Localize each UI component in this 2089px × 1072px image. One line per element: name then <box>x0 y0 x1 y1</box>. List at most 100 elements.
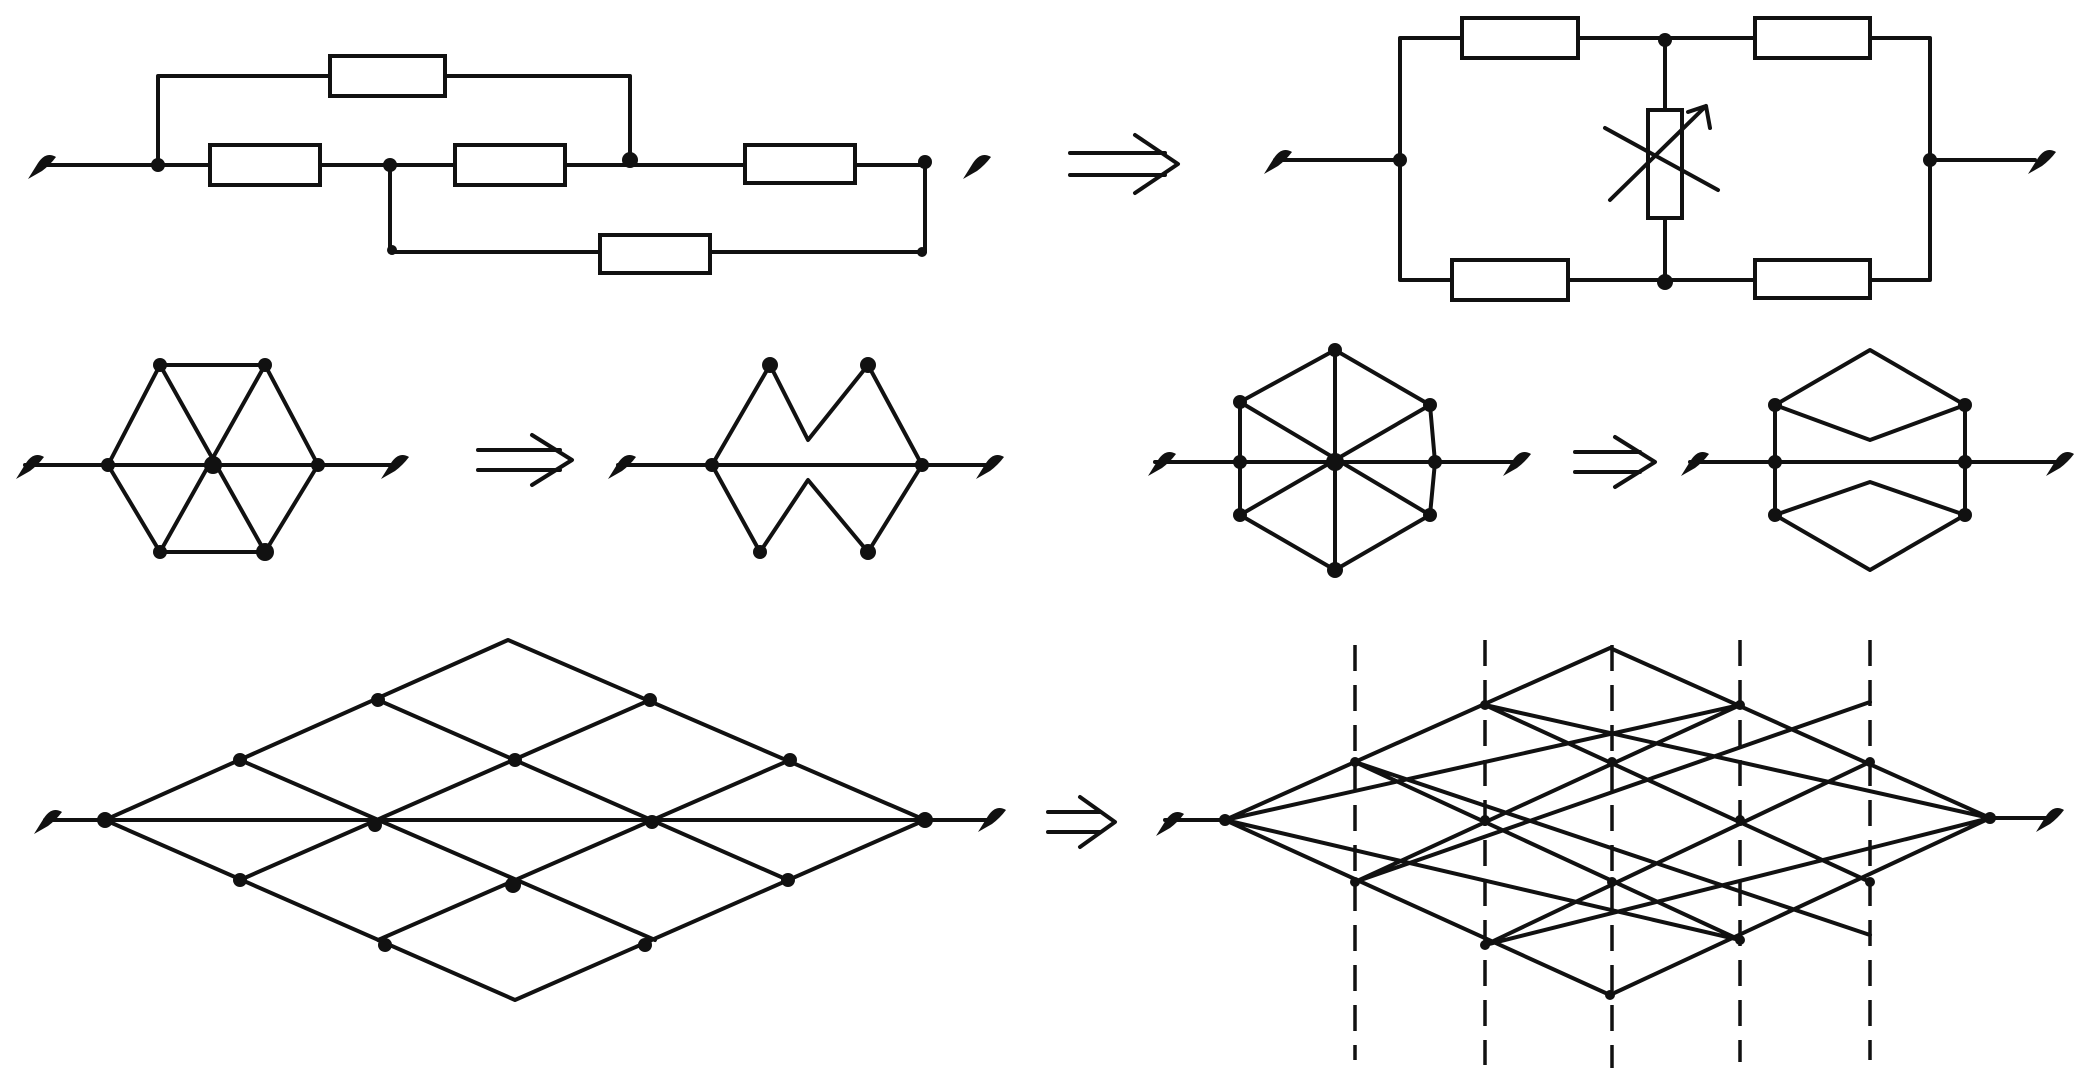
graph-node <box>638 938 652 952</box>
transform-arrow-icon <box>1046 795 1117 849</box>
graph-node <box>1423 398 1437 412</box>
input-terminal-icon <box>1156 812 1184 836</box>
input-terminal-icon <box>16 455 44 479</box>
junction-node <box>917 247 927 257</box>
resistor <box>743 143 857 185</box>
graph-node <box>508 753 522 767</box>
triangular-lattice-with-cuts <box>1156 640 2064 1068</box>
bridge-circuit <box>1264 16 2056 302</box>
input-terminal-icon <box>34 810 62 834</box>
graph-node <box>1958 508 1972 522</box>
graph-node <box>1768 398 1782 412</box>
graph-node <box>1865 757 1875 767</box>
graph-node <box>233 753 247 767</box>
graph-node <box>1607 757 1617 767</box>
graph-node <box>233 873 247 887</box>
transform-arrow-icon <box>1573 435 1657 489</box>
graph-node <box>1326 453 1344 471</box>
output-terminal-icon <box>2036 808 2064 832</box>
graph-node <box>258 358 272 372</box>
resistor <box>1460 16 1580 60</box>
input-terminal-icon <box>1148 452 1176 476</box>
input-terminal-icon <box>28 155 56 179</box>
graph-node <box>1735 815 1745 825</box>
graph-node <box>860 357 876 373</box>
output-terminal-icon <box>381 455 409 479</box>
hexagon-wheel-large <box>1148 343 1531 578</box>
resistor <box>1753 258 1872 300</box>
input-terminal-icon <box>608 455 636 479</box>
cross-out-icon <box>1603 104 1720 202</box>
graph-node <box>1768 508 1782 522</box>
graph-node <box>97 812 113 828</box>
resistor <box>1450 258 1570 302</box>
graph-node <box>101 458 115 472</box>
transform-arrow-icon <box>476 433 574 487</box>
junction-node <box>383 158 397 172</box>
output-terminal-icon <box>2028 150 2056 174</box>
graph-node <box>1327 562 1343 578</box>
graph-node <box>860 544 876 560</box>
graph-node <box>917 812 933 828</box>
graph-node <box>1735 935 1745 945</box>
graph-node <box>1984 812 1996 824</box>
resistor <box>208 143 322 187</box>
graph-node <box>643 693 657 707</box>
junction-node <box>622 152 638 168</box>
graph-node <box>256 543 274 561</box>
graph-node <box>1233 455 1247 469</box>
graph-node <box>1328 343 1342 357</box>
graph-node <box>1958 455 1972 469</box>
graph-node <box>1233 508 1247 522</box>
output-terminal-icon <box>963 155 991 179</box>
graph-node <box>368 818 382 832</box>
graph-node <box>505 877 521 893</box>
junction-node <box>151 158 165 172</box>
graph-node <box>1423 508 1437 522</box>
graph-node <box>153 545 167 559</box>
graph-node <box>371 693 385 707</box>
graph-node <box>1480 815 1490 825</box>
graph-node <box>762 357 778 373</box>
graph-node <box>1219 814 1231 826</box>
junction-node <box>387 245 397 255</box>
junction-node <box>1658 33 1672 47</box>
graph-node <box>1480 940 1490 950</box>
graph-node <box>1768 455 1782 469</box>
graph-node <box>705 458 719 472</box>
hexagon-split-large <box>1681 348 2074 572</box>
resistor <box>1753 16 1872 60</box>
output-terminal-icon <box>978 808 1006 832</box>
graph-node <box>1480 700 1490 710</box>
graph-node <box>753 545 767 559</box>
graph-node <box>1605 990 1615 1000</box>
junction-node <box>1657 274 1673 290</box>
graph-node <box>915 458 929 472</box>
graph-node <box>1350 757 1360 767</box>
graph-node <box>1233 395 1247 409</box>
resistor <box>328 54 447 98</box>
graph-node <box>645 815 659 829</box>
variable-resistor <box>1646 108 1684 220</box>
resistor <box>598 233 712 275</box>
graph-node <box>311 458 325 472</box>
rhombus-lattice <box>34 638 1006 1002</box>
graph-node <box>1865 877 1875 887</box>
graph-node <box>1607 877 1617 887</box>
graph-node <box>1350 877 1360 887</box>
resistor <box>453 143 567 187</box>
transform-arrow-icon <box>1068 133 1180 195</box>
graph-node <box>378 938 392 952</box>
graph-node <box>1958 398 1972 412</box>
hexagon-wheel-small <box>16 358 409 561</box>
junction-node <box>1393 153 1407 167</box>
hexagon-split-small <box>608 357 1004 560</box>
graph-node <box>153 358 167 372</box>
graph-node <box>781 873 795 887</box>
series-parallel-circuit <box>28 54 991 275</box>
input-terminal-icon <box>1264 150 1292 174</box>
graph-node <box>783 753 797 767</box>
junction-node <box>918 155 932 169</box>
graph-node <box>1428 455 1442 469</box>
